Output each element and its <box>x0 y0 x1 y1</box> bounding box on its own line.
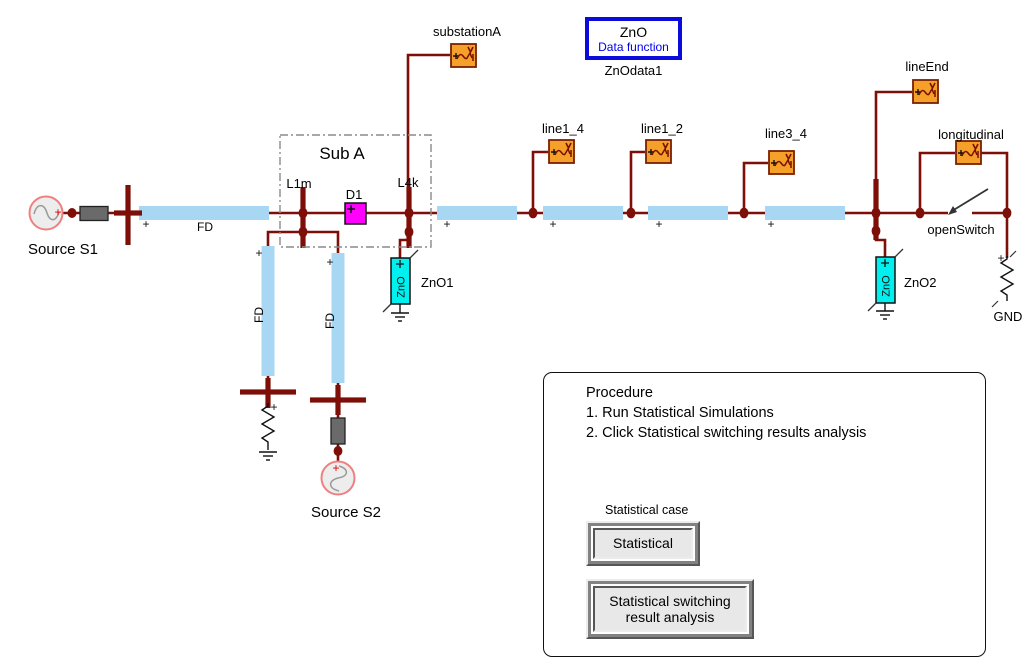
polarity-marks: + + + + + + + + + <box>142 217 1004 414</box>
meter-line1_2[interactable] <box>645 139 672 164</box>
line1_4-label: line1_4 <box>542 121 584 136</box>
plus-icon <box>881 259 889 267</box>
svg-text:+: + <box>443 217 450 231</box>
sine-wave-icon <box>329 465 348 492</box>
connection-nodes <box>67 207 1012 456</box>
statistical-switching-analysis-button[interactable]: Statistical switching result analysis <box>586 579 754 639</box>
analysis-button-line1: Statistical switching <box>609 592 731 609</box>
line3_4-label: line3_4 <box>765 126 807 141</box>
arrester-zno2[interactable]: ZnO <box>867 248 904 320</box>
svg-text:+: + <box>767 217 774 231</box>
sine-wave-icon <box>33 204 60 221</box>
breaker-d1[interactable] <box>344 202 367 225</box>
ground-icon <box>259 451 277 461</box>
svg-text:+: + <box>326 255 333 269</box>
svg-text:+: + <box>255 246 262 260</box>
fd-line-vertical-right[interactable] <box>331 253 345 383</box>
l1m-label: L1m <box>286 176 311 191</box>
source-s1-plus: + <box>54 205 61 219</box>
plus-icon <box>347 205 355 213</box>
svg-text:+: + <box>655 217 662 231</box>
line1_2-label: line1_2 <box>641 121 683 136</box>
analysis-button-face[interactable]: Statistical switching result analysis <box>593 586 747 632</box>
procedure-step-2: 2. Click Statistical switching results a… <box>586 425 867 441</box>
source-s2-label: Source S2 <box>311 504 381 521</box>
zno-vertical-text: ZnO <box>881 275 893 297</box>
wire-longitudinal-right <box>981 151 1009 213</box>
wire-substationA <box>406 53 450 213</box>
open-switch[interactable] <box>948 188 989 215</box>
substationA-label: substationA <box>433 24 501 39</box>
fd-line-2[interactable] <box>437 206 517 220</box>
meter-line1_4[interactable] <box>548 139 575 164</box>
wire-line1_4 <box>531 150 548 213</box>
l4k-label: L4k <box>398 175 419 190</box>
svg-text:+: + <box>997 251 1004 265</box>
zno-data-function-block[interactable]: ZnO Data function <box>585 17 682 60</box>
source-s2[interactable]: + <box>320 417 356 496</box>
meter-longitudinal[interactable] <box>955 140 982 165</box>
analysis-button-line2: result analysis <box>625 609 715 625</box>
bus-bottom-left-horizontal <box>240 389 296 395</box>
plus-icon <box>396 260 404 268</box>
source-s1[interactable]: + <box>28 195 109 231</box>
fd-line-3[interactable] <box>543 206 623 220</box>
d1-label: D1 <box>346 187 363 202</box>
fd-label-vertical-right: FD <box>323 313 337 329</box>
bus-source-s2-horizontal <box>310 397 366 403</box>
open-switch-label: openSwitch <box>927 222 994 237</box>
statistical-button[interactable]: Statistical <box>586 521 700 566</box>
svg-text:+: + <box>270 400 277 414</box>
zno-block-instance-label: ZnOdata1 <box>604 63 663 78</box>
bus-source-s1-horizontal <box>114 210 142 216</box>
zno1-label: ZnO1 <box>421 275 454 290</box>
fd-label-1: FD <box>197 220 213 234</box>
lineEnd-label: lineEnd <box>905 59 948 74</box>
wire-lineEnd <box>874 90 912 213</box>
meter-lineEnd[interactable] <box>912 79 939 104</box>
wire-line3_4 <box>742 161 768 213</box>
svg-text:+: + <box>549 217 556 231</box>
procedure-title: Procedure <box>586 385 653 401</box>
ground-icon <box>876 303 894 320</box>
meter-line3_4[interactable] <box>768 150 795 175</box>
source-s1-circle[interactable] <box>28 195 64 231</box>
source-s1-impedance[interactable] <box>79 205 109 222</box>
fd-line-vertical-left[interactable] <box>261 246 275 376</box>
left-branch-resistor[interactable] <box>259 403 277 461</box>
fd-line-5[interactable] <box>765 206 845 220</box>
procedure-panel: Procedure 1. Run Statistical Simulations… <box>543 372 986 657</box>
fd-lines <box>139 206 845 383</box>
arrester-zno1[interactable]: ZnO <box>382 249 419 322</box>
button-bevel: Statistical switching result analysis <box>591 584 749 634</box>
zno2-label: ZnO2 <box>904 275 937 290</box>
zno-block-title: ZnO <box>619 23 648 40</box>
meter-substationA[interactable] <box>450 43 477 68</box>
source-s1-label: Source S1 <box>28 241 98 258</box>
switch-arrow-icon <box>948 206 957 215</box>
gnd-element[interactable] <box>991 250 1017 308</box>
wire-line1_2 <box>629 150 645 213</box>
svg-text:+: + <box>142 217 149 231</box>
source-s2-plus: + <box>332 461 339 475</box>
schematic-labels: Source S1 Source S2 Sub A L1m D1 L4k sub… <box>28 24 1022 521</box>
ground-icon <box>391 304 409 322</box>
statistical-button-face[interactable]: Statistical <box>593 528 693 559</box>
zno-vertical-text: ZnO <box>396 276 408 298</box>
fd-line-4[interactable] <box>648 206 728 220</box>
source-s2-impedance[interactable] <box>330 417 346 445</box>
button-bevel: Statistical <box>591 526 695 561</box>
sub-a-boundary <box>279 134 432 248</box>
longitudinal-label: longitudinal <box>938 127 1004 142</box>
fd-label-vertical-left: FD <box>252 307 266 323</box>
wire-longitudinal-left <box>918 151 955 213</box>
fd-line-1[interactable] <box>139 206 269 220</box>
zno-block-subtitle: Data function <box>598 39 669 54</box>
sub-a-title: Sub A <box>319 144 365 163</box>
procedure-step-1: 1. Run Statistical Simulations <box>586 405 774 421</box>
gnd-label: GND <box>994 309 1023 324</box>
statistical-case-label: Statistical case <box>605 503 689 517</box>
